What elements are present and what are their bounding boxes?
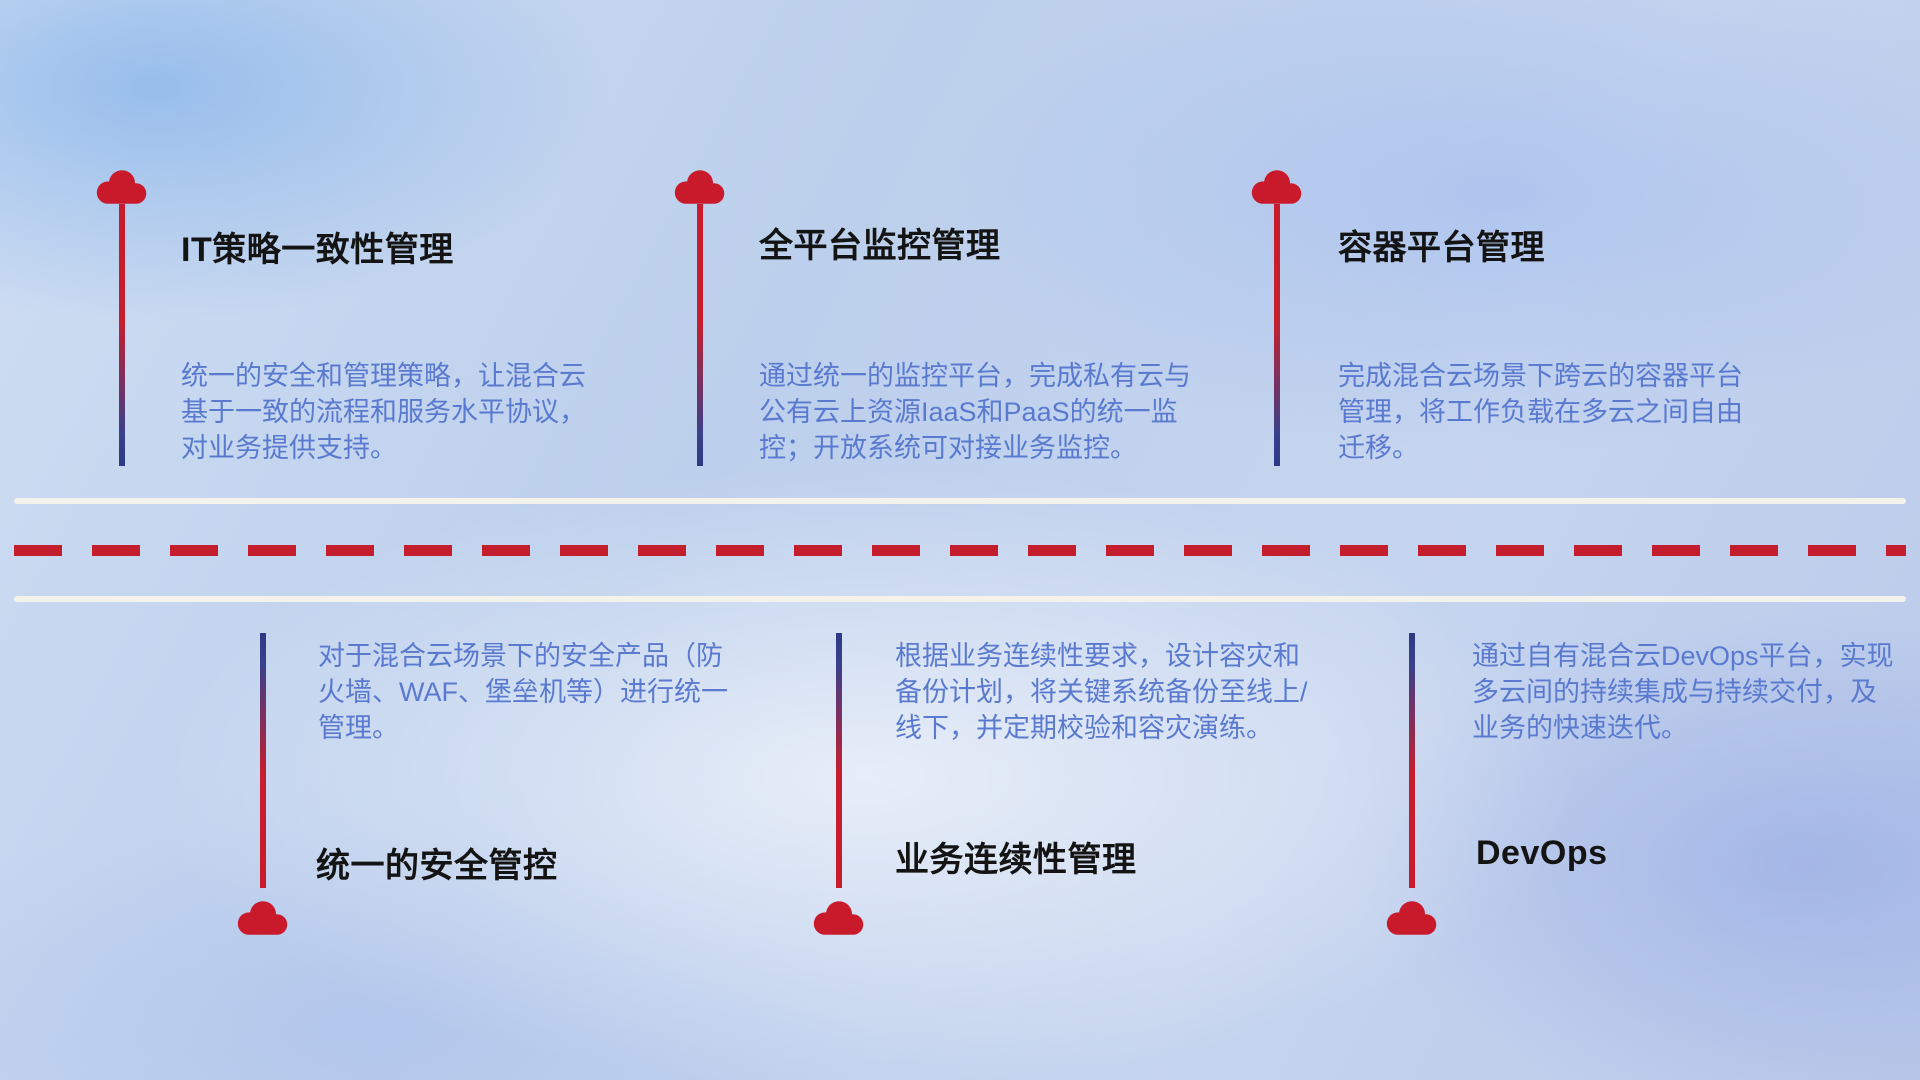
item-title: 统一的安全管控 [316,847,558,885]
timeline-connector-line [1409,633,1415,888]
item-description: 统一的安全和管理策略，让混合云基于一致的流程和服务水平协议，对业务提供支持。 [181,361,586,463]
item-description: 通过统一的监控平台，完成私有云与公有云上资源IaaS和PaaS的统一监控；开放系… [759,361,1191,463]
timeline-connector-line [1274,204,1280,466]
timeline-connector-line [836,633,842,888]
cloud-icon [94,167,150,207]
item-description: 根据业务连续性要求，设计容灾和备份计划，将关键系统备份至线上/线下，并定期校验和… [895,641,1308,743]
item-title: 全平台监控管理 [759,227,1001,265]
dashed-red-line [14,545,1906,556]
item-description: 完成混合云场景下跨云的容器平台管理，将工作负载在多云之间自由迁移。 [1338,361,1743,463]
cloud-icon [235,898,291,938]
item-description: 通过自有混合云DevOps平台，实现多云间的持续集成与持续交付，及业务的快速迭代… [1472,641,1894,743]
item-description: 对于混合云场景下的安全产品（防火墙、WAF、堡垒机等）进行统一管理。 [318,641,728,743]
item-title: IT策略一致性管理 [181,231,454,269]
timeline-connector-line [119,204,125,466]
item-title: DevOps [1476,834,1608,872]
cloud-icon [1249,167,1305,207]
cloud-icon [811,898,867,938]
item-title: 容器平台管理 [1338,229,1545,267]
timeline-connector-line [260,633,266,888]
cloud-icon [672,167,728,207]
divider-line-top [14,498,1906,504]
divider-line-bottom [14,596,1906,602]
cloud-icon [1384,898,1440,938]
timeline-connector-line [697,204,703,466]
item-title: 业务连续性管理 [895,841,1137,879]
